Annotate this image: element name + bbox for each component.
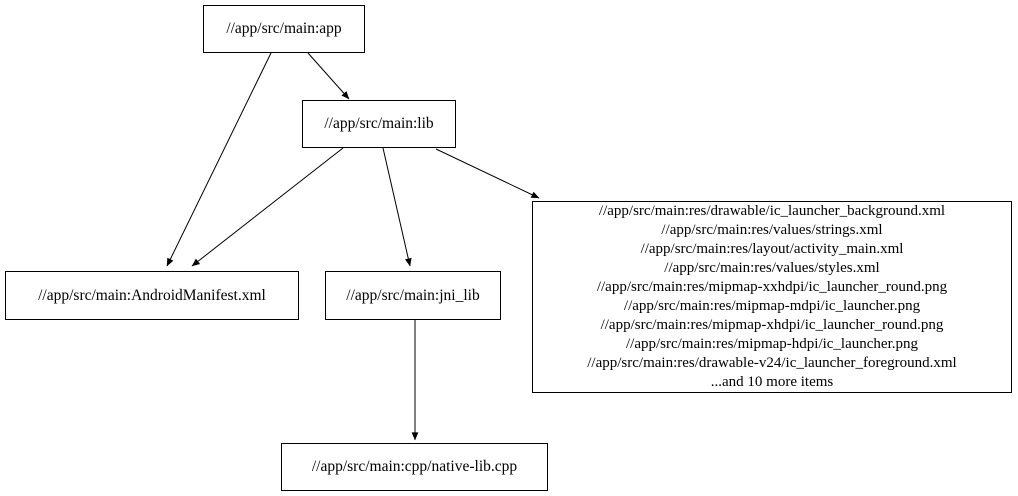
resource-line-more-items: ...and 10 more items [710,373,834,390]
node-android-manifest-label: //app/src/main:AndroidManifest.xml [38,286,266,304]
edge-lib-to-resources [435,148,540,199]
node-resources-group: //app/src/main:res/drawable/ic_launcher_… [532,201,1012,393]
resource-line: //app/src/main:res/mipmap-xxhdpi/ic_laun… [596,279,948,296]
resource-line: //app/src/main:res/drawable/ic_launcher_… [598,203,946,220]
resource-line: //app/src/main:res/layout/activity_main.… [640,241,904,258]
node-lib-label: //app/src/main:lib [324,115,434,133]
edge-app-to-lib [307,52,350,100]
node-android-manifest: //app/src/main:AndroidManifest.xml [5,271,299,320]
node-native-lib-cpp-label: //app/src/main:cpp/native-lib.cpp [311,458,518,476]
resource-line: //app/src/main:res/mipmap-xhdpi/ic_launc… [600,316,944,333]
resource-line: //app/src/main:res/values/styles.xml [664,260,880,277]
edge-app-to-manifest [166,52,272,267]
resource-line: //app/src/main:res/mipmap-mdpi/ic_launch… [623,298,921,314]
node-jni-lib-target: //app/src/main:jni_lib [325,271,501,320]
node-app-label: //app/src/main:app [226,20,342,38]
edge-lib-to-jnilib [382,147,412,267]
resource-line: //app/src/main:res/drawable-v24/ic_launc… [587,354,957,371]
node-lib-target: //app/src/main:lib [302,100,456,148]
node-app-target: //app/src/main:app [203,5,365,53]
node-jni-lib-label: //app/src/main:jni_lib [346,286,480,304]
node-native-lib-cpp: //app/src/main:cpp/native-lib.cpp [281,443,548,491]
edge-lib-to-manifest [191,147,344,267]
resource-line: //app/src/main:res/values/strings.xml [661,222,883,239]
resource-line: //app/src/main:res/mipmap-hdpi/ic_launch… [625,335,918,352]
